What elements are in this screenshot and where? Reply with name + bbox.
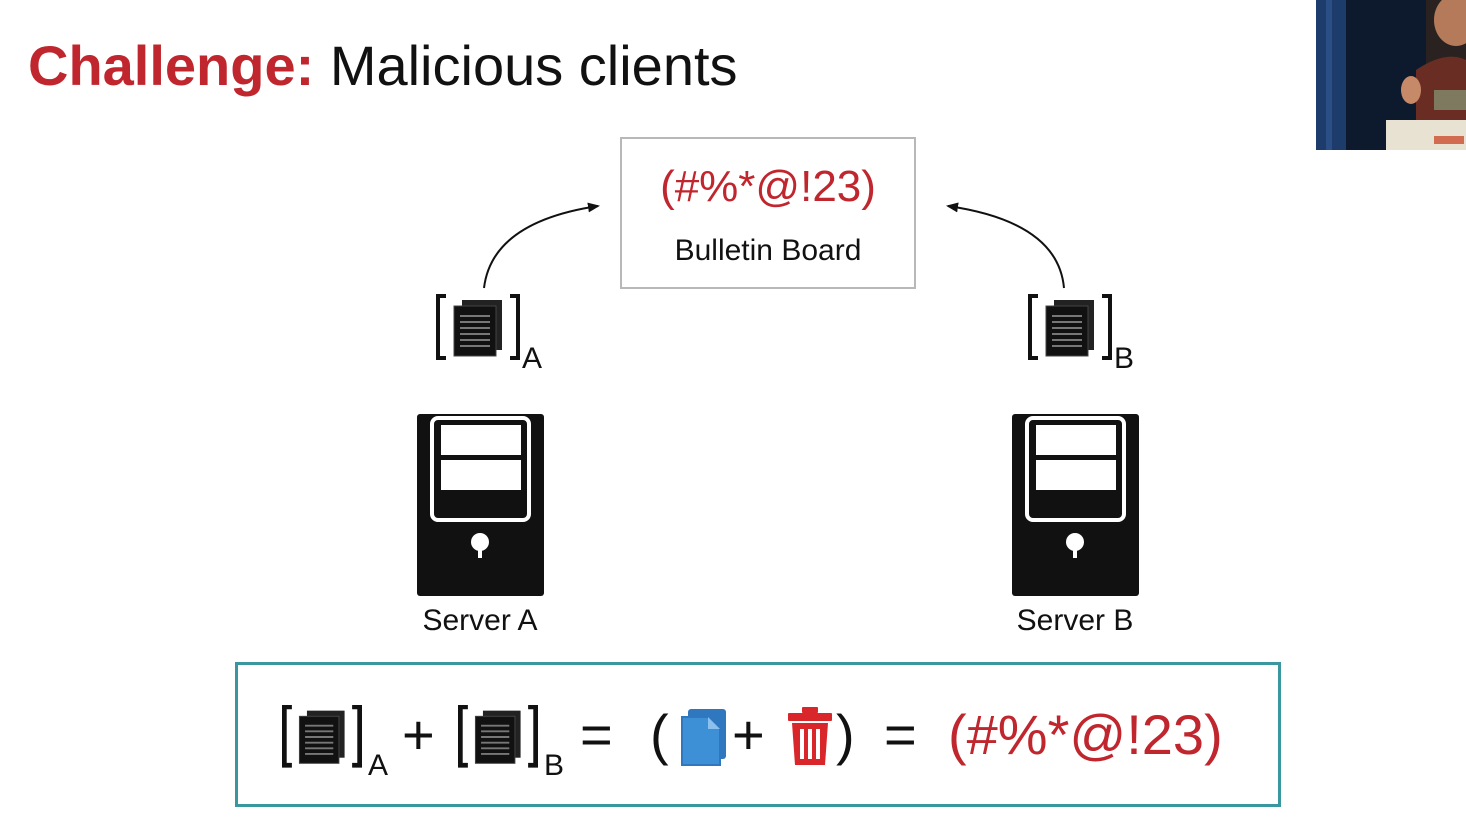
curved-arrow-icon	[483, 202, 600, 289]
slide-title: Challenge: Malicious clients	[28, 30, 738, 102]
server-a	[417, 414, 544, 596]
share-b	[1028, 294, 1112, 362]
document-stack-icon	[436, 294, 520, 360]
equation-result: (#%*@!23)	[948, 703, 1223, 766]
blue-document-icon	[681, 709, 726, 766]
bulletin-board: (#%*@!23) Bulletin Board	[620, 137, 916, 289]
equation-share-b	[458, 705, 538, 769]
equation-plus-inner: +	[732, 703, 765, 766]
bulletin-board-label: Bulletin Board	[674, 234, 862, 267]
document-stack-icon	[458, 705, 538, 768]
title-accent: Challenge:	[28, 34, 315, 97]
server-tower-icon	[1012, 414, 1139, 596]
share-b-subscript: B	[1114, 342, 1135, 375]
equation-sub-a: A	[368, 749, 389, 782]
share-a	[436, 294, 520, 362]
document-stack-icon	[1028, 294, 1112, 360]
document-stack-icon	[282, 705, 362, 768]
equation-close-paren: )	[836, 703, 855, 766]
equation-equals-2: =	[884, 703, 917, 766]
title-rest: Malicious clients	[314, 34, 738, 97]
equation-blue-document	[680, 709, 728, 767]
server-tower-icon	[417, 414, 544, 596]
equation-plus: +	[402, 703, 435, 766]
equation-share-a	[282, 705, 362, 769]
trash-can-icon	[788, 707, 832, 765]
server-b	[1012, 414, 1139, 596]
bulletin-board-code: (#%*@!23)	[660, 162, 876, 211]
equation-open-paren: (	[650, 703, 669, 766]
speaker-video-thumbnail	[1316, 0, 1466, 150]
equation-box: A + B = ( +	[235, 662, 1281, 807]
curved-arrow-icon	[946, 202, 1065, 289]
equation-sub-b: B	[544, 749, 565, 782]
server-b-label: Server B	[1016, 604, 1134, 637]
share-a-subscript: A	[522, 342, 543, 375]
equation-trash	[786, 707, 834, 767]
server-a-label: Server A	[422, 604, 538, 637]
equation-equals-1: =	[580, 703, 613, 766]
